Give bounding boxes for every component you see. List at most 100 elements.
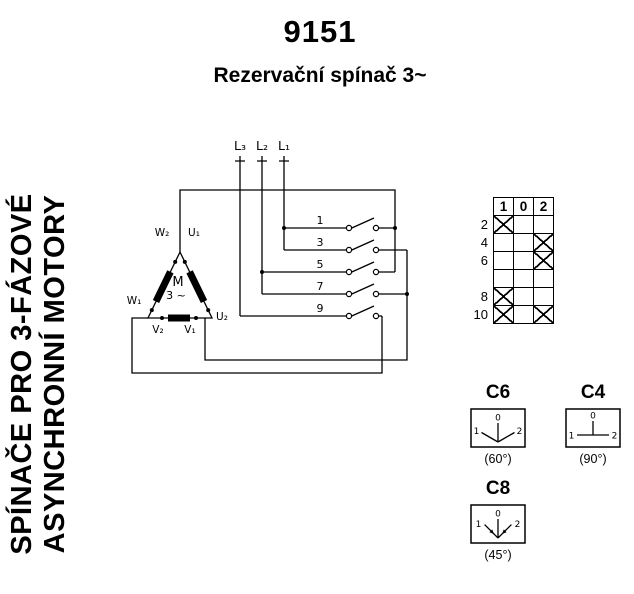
contact-number-1: 1 [317, 214, 324, 227]
contact-number-7: 7 [317, 280, 324, 293]
contact-terminal [345, 246, 353, 254]
contact-number-3: 3 [317, 236, 324, 249]
table-row [470, 269, 554, 288]
switch-position-diagram-c6: 0 1 2 [470, 408, 526, 448]
side-label-line2: ASYNCHRONNÍ MOTORY [39, 194, 72, 554]
page-title: 9151 [283, 14, 357, 49]
contact-terminal [345, 290, 353, 298]
contact-number-9: 9 [317, 302, 324, 315]
position-label-1: 1 [476, 520, 482, 530]
switch-angle-c8: (45°) [484, 548, 512, 562]
terminal-u1 [182, 259, 187, 264]
switch-position-diagram-c4: 0 1 2 [565, 408, 621, 448]
bus-to-w1 [131, 316, 383, 374]
mark-cell [513, 233, 534, 252]
page-header: 9151 Rezervační spínač 3~ [60, 0, 580, 88]
position-label-0: 0 [590, 412, 596, 422]
contact-terminal [372, 224, 380, 232]
contact-terminal [345, 268, 353, 276]
switch-angle-c4: (90°) [579, 452, 607, 466]
junction-dot [260, 270, 264, 274]
contact-blades [351, 217, 375, 317]
row-label-empty [470, 198, 494, 216]
terminal-u2 [206, 308, 211, 313]
switch-position-diagram-c8: 0 1 2 [470, 504, 526, 544]
mark-cell [493, 251, 514, 270]
contact-terminal [345, 224, 353, 232]
switch-code-c6: C6 [485, 382, 511, 403]
phase-label-l2: L₂ [256, 138, 268, 153]
contact-input-lines [240, 227, 346, 317]
mark-cell [513, 269, 534, 288]
mark-cell [493, 215, 514, 234]
switch-angle-c6: (60°) [484, 452, 512, 466]
switch-version-c8: C8 0 1 2 (45°) [468, 478, 528, 562]
position-label-0: 0 [495, 510, 501, 520]
contact-table-header-row: 1 0 2 [470, 197, 554, 216]
table-row: 4 [470, 233, 554, 252]
mark-cell [493, 233, 514, 252]
motor-winding-right [186, 270, 208, 304]
side-label-line1: SPÍNAČE PRO 3-FÁZOVÉ [6, 193, 38, 555]
motor-terminal-label-v1: V₁ [184, 324, 195, 336]
switch-version-c4: C4 0 1 2 (90°) [563, 382, 623, 466]
motor-terminal-label-w2: W₂ [155, 227, 170, 239]
contact-terminal [345, 312, 353, 320]
side-category-label: SPÍNAČE PRO 3-FÁZOVÉ ASYNCHRONNÍ MOTORY [6, 162, 76, 586]
position-label-0: 0 [495, 414, 501, 424]
spring-return-arrow-right [502, 529, 507, 534]
spring-return-arrow-left [489, 529, 494, 534]
table-row: 2 [470, 215, 554, 234]
contact-terminal [372, 246, 380, 254]
motor-terminal-label-u1: U₁ [188, 227, 200, 239]
page-subtitle: Rezervační spínač 3~ [213, 64, 427, 87]
switch-code-c8: C8 [485, 478, 511, 499]
contact-row-label: 4 [480, 235, 488, 250]
mark-cell [493, 287, 514, 306]
contact-row-label: 6 [480, 253, 488, 268]
position-label-1: 1 [569, 432, 575, 442]
mark-cell [533, 305, 554, 324]
switch-code-c4: C4 [580, 382, 606, 403]
junction-dot [393, 226, 397, 230]
switch-version-c6: C6 0 1 2 (60°) [468, 382, 528, 466]
terminal-v1 [194, 316, 198, 320]
contact-row-label: 8 [480, 289, 488, 304]
mark-cell [513, 287, 534, 306]
contact-row-label [470, 270, 494, 288]
position-label-2: 2 [515, 520, 521, 530]
mark-cell [493, 269, 514, 288]
junction-dot [405, 292, 409, 296]
position-lines [481, 423, 515, 443]
position-lines [577, 421, 609, 436]
mark-cell [533, 215, 554, 234]
contact-terminal [372, 290, 380, 298]
contact-row-label: 2 [480, 217, 488, 232]
contact-number-5: 5 [317, 258, 324, 271]
bus-to-v1 [204, 250, 408, 361]
mark-cell [513, 215, 534, 234]
mark-cell [513, 251, 534, 270]
contact-terminal [372, 268, 380, 276]
mark-cell [513, 305, 534, 324]
mark-cell [533, 251, 554, 270]
contact-row-label: 10 [473, 307, 488, 322]
contact-output-lines [378, 227, 407, 317]
terminal-w1 [149, 308, 154, 313]
motor-terminal-label-v2: V₂ [152, 324, 163, 336]
phase-label-l1: L₁ [278, 138, 290, 153]
motor-terminal-label-w1: W₁ [127, 295, 142, 307]
bus-to-u1 [179, 189, 396, 272]
motor-winding-left [152, 270, 174, 304]
motor-terminal-label-u2: U₂ [216, 311, 228, 323]
column-header-pos2: 2 [533, 197, 554, 216]
table-row: 10 [470, 305, 554, 324]
mark-cell [533, 287, 554, 306]
column-header-pos1: 1 [493, 197, 514, 216]
column-header-pos0: 0 [513, 197, 534, 216]
contact-table: 1 0 2 2 4 6 8 10 [470, 197, 554, 324]
position-label-2: 2 [612, 432, 618, 442]
phase-supply-lines [235, 156, 289, 316]
terminal-w2 [173, 259, 178, 264]
contact-terminal [372, 312, 380, 320]
